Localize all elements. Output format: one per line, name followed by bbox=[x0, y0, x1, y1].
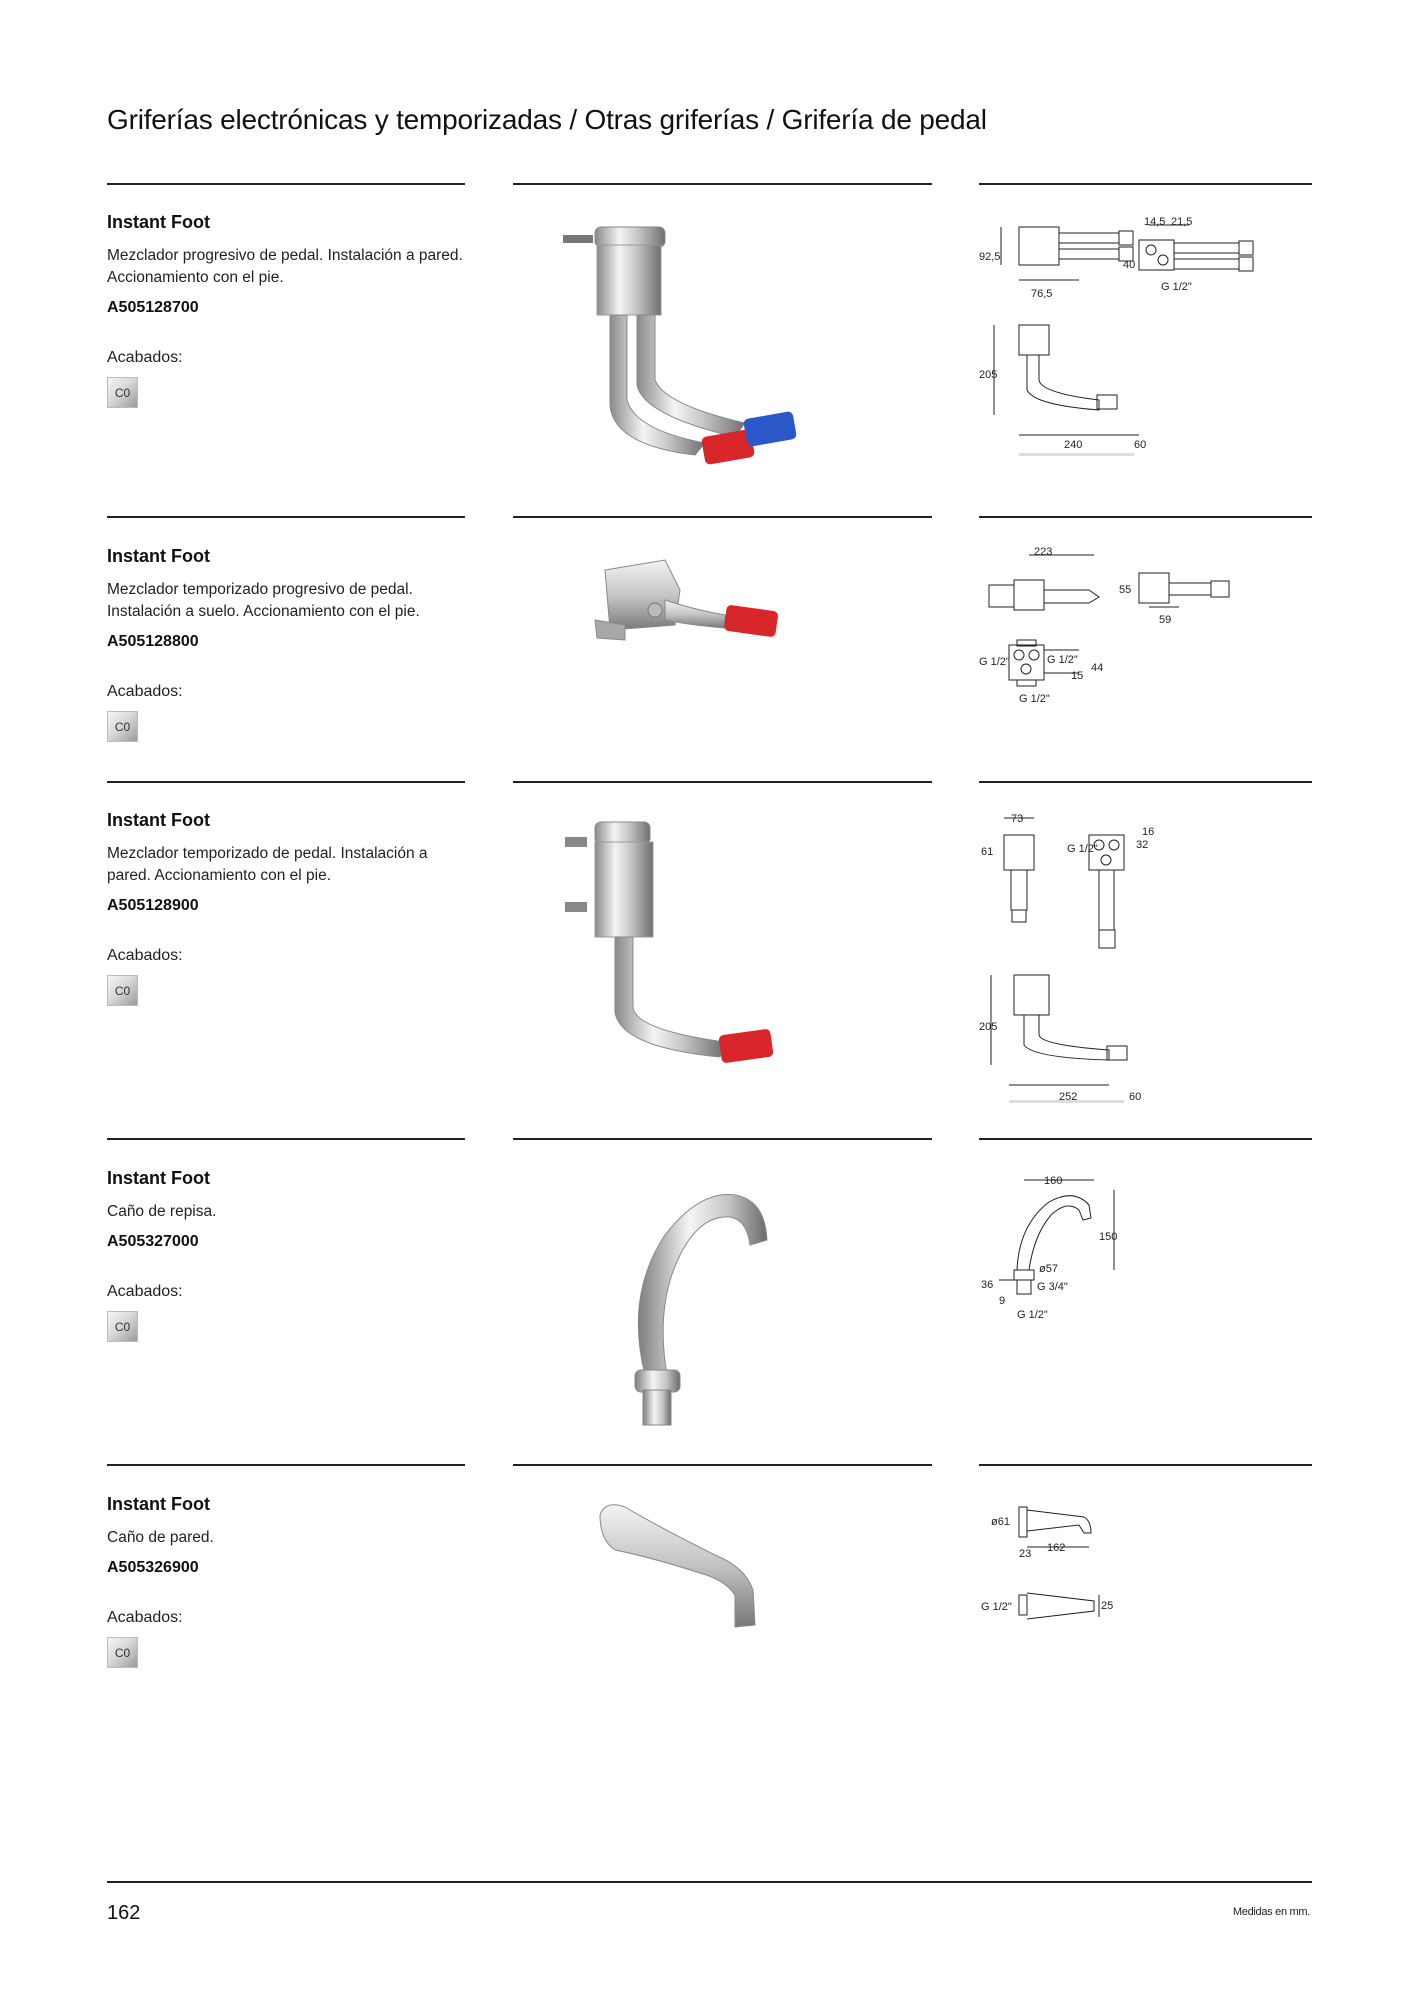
dim-label: 60 bbox=[1134, 439, 1146, 451]
technical-drawing-1: 14,5 21,5 92,5 40 76,5 G 1/2" 205 240 60 bbox=[979, 216, 1254, 456]
product-photo-deck-spout bbox=[634, 1194, 768, 1426]
dim-label: 76,5 bbox=[1031, 288, 1052, 300]
dim-label: 21,5 bbox=[1171, 216, 1192, 228]
finish-label: Acabados: bbox=[107, 947, 183, 964]
dim-label: G 1/2" bbox=[979, 656, 1010, 668]
dim-label: 32 bbox=[1136, 839, 1148, 851]
product-name: Instant Foot bbox=[107, 810, 210, 830]
divider bbox=[107, 183, 465, 185]
finish-label: Acabados: bbox=[107, 349, 183, 366]
dim-label: G 1/2" bbox=[1047, 654, 1078, 666]
dim-label: 240 bbox=[1064, 439, 1082, 451]
dim-label: 205 bbox=[979, 1021, 997, 1033]
product-info: Instant Foot Mezclador temporizado progr… bbox=[107, 546, 467, 742]
divider bbox=[107, 1464, 465, 1466]
dim-label: 40 bbox=[1123, 259, 1135, 271]
divider bbox=[513, 183, 932, 185]
divider bbox=[107, 516, 465, 518]
page-title: Griferías electrónicas y temporizadas / … bbox=[107, 104, 987, 135]
product-description: Mezclador temporizado progresivo de peda… bbox=[107, 581, 420, 620]
dim-label: G 1/2" bbox=[1067, 843, 1098, 855]
dim-label: G 1/2" bbox=[1017, 1309, 1048, 1321]
dim-label: 205 bbox=[979, 369, 997, 381]
technical-drawing-2: 223 55 59 G 1/2" G 1/2" 15 44 G 1/2" bbox=[979, 546, 1230, 705]
technical-drawing-3: 73 61 16 G 1/2" 32 205 252 60 bbox=[979, 813, 1154, 1103]
dim-label: 223 bbox=[1034, 546, 1052, 558]
technical-drawing-5: ø61 23 162 G 1/2" 25 bbox=[981, 1506, 1113, 1620]
divider bbox=[979, 1138, 1312, 1140]
dim-label: 92,5 bbox=[979, 251, 1000, 263]
finish-swatch: C0 bbox=[107, 711, 138, 742]
page-number: 162 bbox=[107, 1902, 141, 1924]
product-description: Mezclador progresivo de pedal. Instalaci… bbox=[107, 247, 463, 286]
dim-label: 25 bbox=[1101, 1600, 1113, 1612]
product-photo-wall-spout bbox=[599, 1504, 756, 1628]
product-info: Instant Foot Mezclador temporizado de pe… bbox=[107, 810, 467, 1006]
dim-label: 23 bbox=[1019, 1548, 1031, 1560]
dim-label: ø61 bbox=[991, 1516, 1010, 1528]
product-code: A505128900 bbox=[107, 897, 199, 914]
product-name: Instant Foot bbox=[107, 1494, 210, 1514]
finish-swatch: C0 bbox=[107, 377, 138, 408]
divider bbox=[979, 781, 1312, 783]
dim-label: 9 bbox=[999, 1295, 1005, 1307]
dim-label: G 3/4" bbox=[1037, 1281, 1068, 1293]
product-photo-pedal-wall-single bbox=[565, 821, 774, 1063]
product-code: A505128800 bbox=[107, 633, 199, 650]
dim-label: 162 bbox=[1047, 1542, 1065, 1554]
finish-label: Acabados: bbox=[107, 1609, 183, 1626]
product-description: Caño de repisa. bbox=[107, 1203, 217, 1220]
dim-label: 73 bbox=[1011, 813, 1023, 825]
dim-label: 160 bbox=[1044, 1175, 1062, 1187]
product-info: Instant Foot Caño de repisa. A505327000 … bbox=[107, 1168, 467, 1342]
product-photo-pedal-wall-double bbox=[563, 226, 797, 465]
dim-label: 61 bbox=[981, 846, 993, 858]
divider bbox=[513, 516, 932, 518]
dim-label: 59 bbox=[1159, 614, 1171, 626]
product-description: Caño de pared. bbox=[107, 1529, 214, 1546]
dim-label: G 1/2" bbox=[981, 1601, 1012, 1613]
divider bbox=[979, 183, 1312, 185]
dim-label: G 1/2" bbox=[1161, 281, 1192, 293]
finish-swatch: C0 bbox=[107, 975, 138, 1006]
divider bbox=[513, 1138, 932, 1140]
technical-drawing-4: 160 150 ø57 36 G 3/4" 9 G 1/2" bbox=[981, 1175, 1117, 1321]
dim-label: ø57 bbox=[1039, 1263, 1058, 1275]
product-info: Instant Foot Caño de pared. A505326900 A… bbox=[107, 1494, 467, 1668]
finish-swatch: C0 bbox=[107, 1637, 138, 1668]
finish-label: Acabados: bbox=[107, 1283, 183, 1300]
product-info: Instant Foot Mezclador progresivo de ped… bbox=[107, 212, 467, 408]
finish-swatch: C0 bbox=[107, 1311, 138, 1342]
divider bbox=[107, 781, 465, 783]
dim-label: 60 bbox=[1129, 1091, 1141, 1103]
dim-label: 150 bbox=[1099, 1231, 1117, 1243]
dim-label: 36 bbox=[981, 1279, 993, 1291]
divider bbox=[107, 1138, 465, 1140]
finish-label: Acabados: bbox=[107, 683, 183, 700]
footer-divider bbox=[107, 1881, 1312, 1883]
dim-label: 55 bbox=[1119, 584, 1131, 596]
product-code: A505326900 bbox=[107, 1559, 199, 1576]
dim-label: G 1/2" bbox=[1019, 693, 1050, 705]
dim-label: 14,5 bbox=[1144, 216, 1165, 228]
divider bbox=[979, 516, 1312, 518]
divider bbox=[979, 1464, 1312, 1466]
product-name: Instant Foot bbox=[107, 212, 210, 232]
product-name: Instant Foot bbox=[107, 1168, 210, 1188]
divider bbox=[513, 781, 932, 783]
product-description: Mezclador temporizado de pedal. Instalac… bbox=[107, 845, 428, 884]
product-code: A505327000 bbox=[107, 1233, 199, 1250]
divider bbox=[513, 1464, 932, 1466]
dim-label: 16 bbox=[1142, 826, 1154, 838]
dim-label: 15 bbox=[1071, 670, 1083, 682]
units-note: Medidas en mm. bbox=[1232, 1906, 1310, 1918]
product-name: Instant Foot bbox=[107, 546, 210, 566]
product-code: A505128700 bbox=[107, 299, 199, 316]
product-photo-pedal-floor bbox=[594, 559, 778, 641]
dim-label: 44 bbox=[1091, 662, 1103, 674]
dim-label: 252 bbox=[1059, 1091, 1077, 1103]
